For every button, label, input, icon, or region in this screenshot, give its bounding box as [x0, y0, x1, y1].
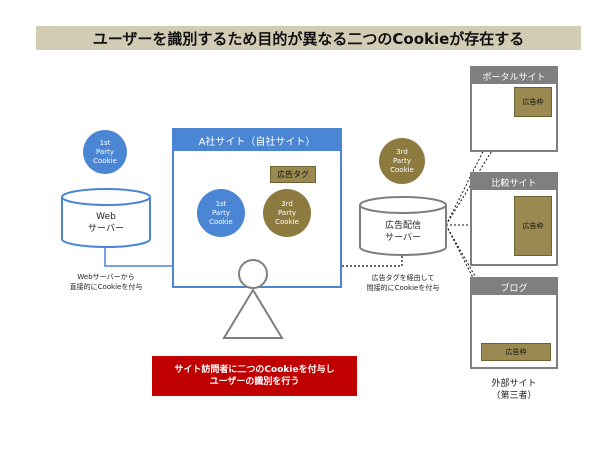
- web-server-cylinder: [61, 188, 151, 248]
- ad-server-third-party-cookie-badge: 3rd Party Cookie: [379, 138, 425, 184]
- site-first-party-cookie: 1st Party Cookie: [197, 189, 245, 237]
- blog-ad-slot: 広告枠: [481, 343, 551, 361]
- web-server-label: Web サーバー: [88, 212, 124, 234]
- link-portal-ad-bottom: [445, 114, 515, 226]
- user-person-icon: [222, 259, 284, 339]
- external-sites-label: 外部サイト （第三者）: [491, 379, 537, 401]
- web-server-note: Webサーバーから 直接的にCookieを付与: [69, 273, 143, 291]
- site-third-party-cookie: 3rd Party Cookie: [263, 189, 311, 237]
- compare-ad-slot: 広告枠: [514, 196, 552, 256]
- ad-tag: 広告タグ: [270, 166, 316, 183]
- page-title: ユーザーを識別するため目的が異なる二つのCookieが存在する: [36, 26, 581, 50]
- ad-server-cylinder: [359, 196, 447, 256]
- portal-site-title: ポータルサイト: [472, 68, 556, 84]
- blog-title: ブログ: [472, 279, 556, 295]
- ad-server-note: 広告タグを経由して 間接的にCookieを付与: [366, 274, 440, 292]
- summary-box: サイト訪問者に二つのCookieを付与し ユーザーの識別を行う: [152, 356, 357, 396]
- compare-site-title: 比較サイト: [472, 174, 556, 190]
- ad-server-label: 広告配信 サーバー: [384, 221, 421, 243]
- own-site-header: A社サイト（自社サイト）: [174, 130, 340, 151]
- portal-ad-slot: 広告枠: [514, 87, 552, 117]
- first-party-cookie-badge: 1st Party Cookie: [83, 130, 127, 174]
